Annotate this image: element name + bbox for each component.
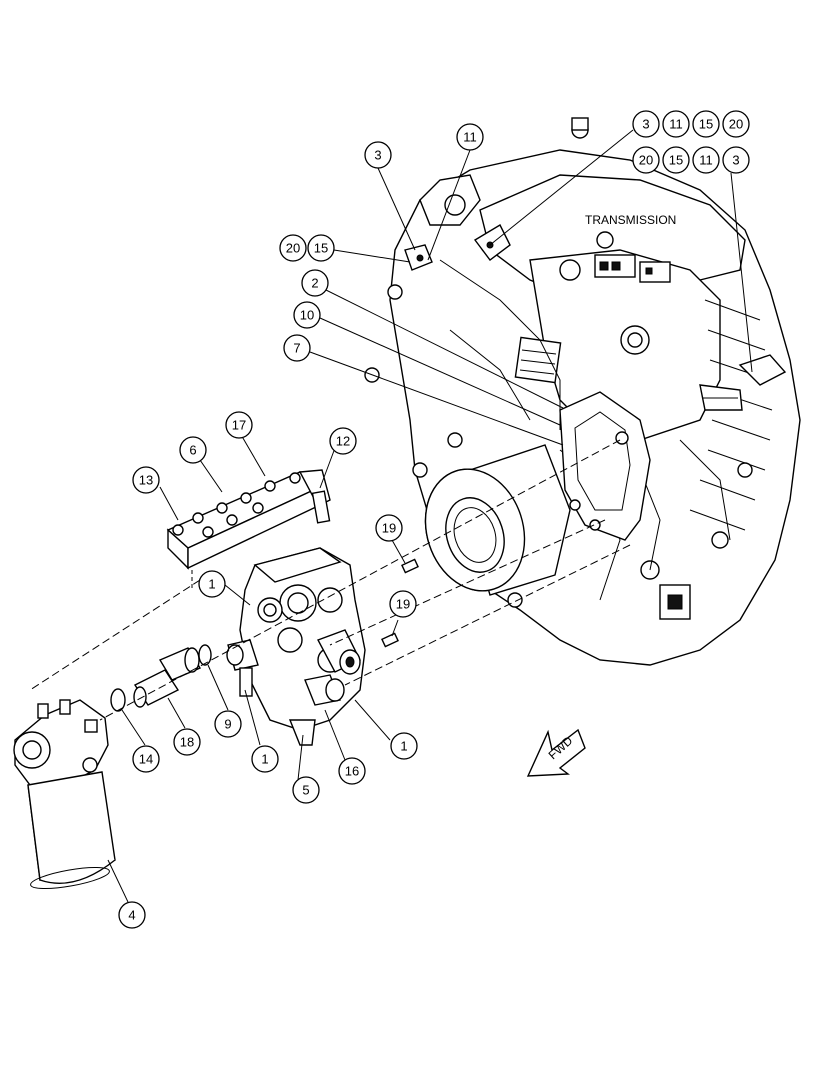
callout-6: 6 xyxy=(179,436,207,464)
callout-12: 12 xyxy=(329,427,357,455)
callout-9: 9 xyxy=(214,710,242,738)
o-ring-9 xyxy=(198,644,212,666)
transmission-housing xyxy=(364,117,801,666)
callout-15-left: 15 xyxy=(307,234,335,262)
svg-text:19: 19 xyxy=(382,521,396,536)
callout-7: 7 xyxy=(283,334,311,362)
svg-text:20: 20 xyxy=(729,117,743,132)
callout-15-top-right: 15 xyxy=(692,110,720,138)
callout-14: 14 xyxy=(132,745,160,773)
callout-11-top-right: 11 xyxy=(662,110,690,138)
oil-filter-assembly xyxy=(13,699,116,890)
svg-text:11: 11 xyxy=(699,153,713,168)
callout-18: 18 xyxy=(173,728,201,756)
callout-1-lower-right: 1 xyxy=(390,732,418,760)
o-ring-14 xyxy=(110,688,126,712)
svg-text:13: 13 xyxy=(139,473,153,488)
svg-text:7: 7 xyxy=(293,341,300,356)
svg-text:4: 4 xyxy=(128,908,135,923)
callout-3-top-left: 3 xyxy=(364,141,392,169)
svg-text:1: 1 xyxy=(208,577,215,592)
callout-15-right: 15 xyxy=(662,146,690,174)
svg-text:11: 11 xyxy=(463,130,477,145)
svg-text:3: 3 xyxy=(374,148,381,163)
svg-text:20: 20 xyxy=(639,153,653,168)
svg-text:3: 3 xyxy=(642,117,649,132)
callout-11-top: 11 xyxy=(456,123,484,151)
svg-text:9: 9 xyxy=(224,717,231,732)
hose-fitting xyxy=(133,647,202,708)
callout-20-right: 20 xyxy=(632,146,660,174)
svg-text:5: 5 xyxy=(302,783,309,798)
callout-17: 17 xyxy=(225,411,253,439)
callout-3-top-right: 3 xyxy=(632,110,660,138)
svg-text:3: 3 xyxy=(732,153,739,168)
forward-direction-arrow: FWD xyxy=(526,728,586,777)
callout-5: 5 xyxy=(292,776,320,804)
svg-text:15: 15 xyxy=(699,117,713,132)
svg-text:1: 1 xyxy=(261,752,268,767)
svg-text:17: 17 xyxy=(232,418,246,433)
callout-20-left: 20 xyxy=(279,234,307,262)
transmission-label: TRANSMISSION xyxy=(585,213,676,227)
svg-text:2: 2 xyxy=(311,276,318,291)
callout-3-right: 3 xyxy=(722,146,750,174)
svg-text:20: 20 xyxy=(286,241,300,256)
svg-text:12: 12 xyxy=(336,434,350,449)
callout-13: 13 xyxy=(132,466,160,494)
callout-10: 10 xyxy=(293,301,321,329)
dowel-pin-upper xyxy=(401,558,419,574)
svg-text:18: 18 xyxy=(180,735,194,750)
svg-text:6: 6 xyxy=(189,443,196,458)
svg-text:16: 16 xyxy=(345,764,359,779)
svg-text:11: 11 xyxy=(669,117,683,132)
svg-text:1: 1 xyxy=(400,739,407,754)
svg-text:15: 15 xyxy=(669,153,683,168)
callout-1-lower-left: 1 xyxy=(251,745,279,773)
svg-text:14: 14 xyxy=(139,752,153,767)
svg-text:10: 10 xyxy=(300,308,314,323)
leader-lines xyxy=(29,129,753,903)
mounting-bracket xyxy=(166,469,331,570)
callout-16: 16 xyxy=(338,757,366,785)
callout-1-upper: 1 xyxy=(198,570,226,598)
dowel-pin-lower xyxy=(381,632,399,648)
callout-11-right: 11 xyxy=(692,146,720,174)
callout-20-top-right: 20 xyxy=(722,110,750,138)
callout-19-upper: 19 xyxy=(375,514,403,542)
valve-manifold xyxy=(226,547,366,746)
callout-2: 2 xyxy=(301,269,329,297)
svg-text:15: 15 xyxy=(314,241,328,256)
svg-text:19: 19 xyxy=(396,597,410,612)
callout-4: 4 xyxy=(118,901,146,929)
callout-19-lower: 19 xyxy=(389,590,417,618)
